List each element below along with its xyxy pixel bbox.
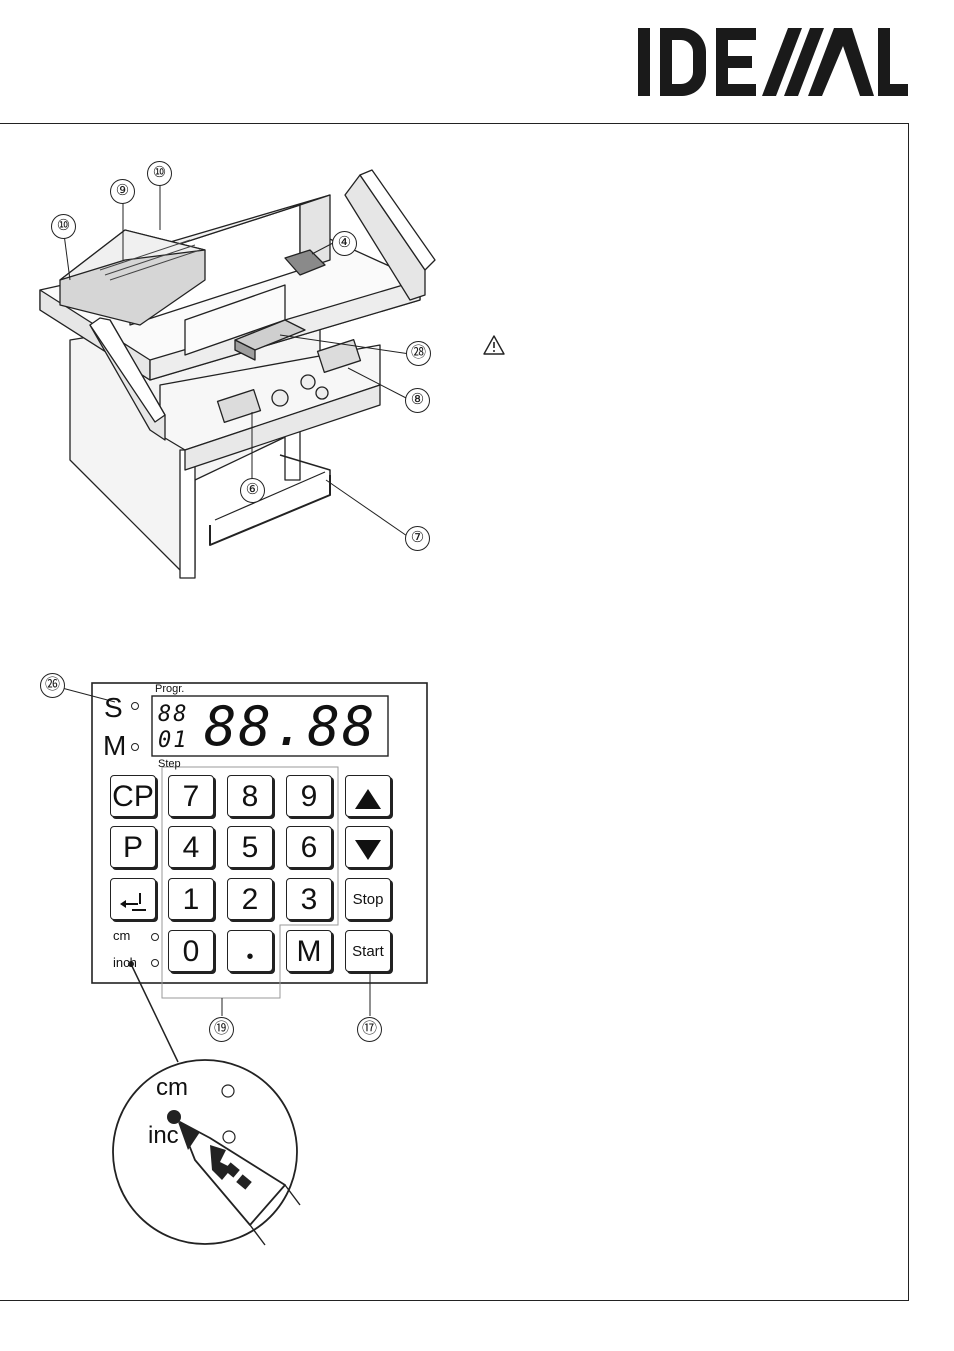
callout-4: ④	[332, 231, 357, 256]
key-decimal-point[interactable]: •	[227, 930, 273, 972]
key-7[interactable]: 7	[168, 775, 214, 817]
label-step: Step	[158, 758, 181, 770]
key-9[interactable]: 9	[286, 775, 332, 817]
callout-19: ⑲	[209, 1017, 234, 1042]
label-inch: inch	[113, 955, 137, 970]
callout-9: ⑨	[110, 179, 135, 204]
display-main: 88.88	[204, 695, 377, 758]
key-1[interactable]: 1	[168, 878, 214, 920]
key-m[interactable]: M	[286, 930, 332, 972]
key-p[interactable]: P	[110, 826, 156, 868]
display-step: 01	[158, 728, 189, 753]
key-3[interactable]: 3	[286, 878, 332, 920]
warning-triangle-icon	[483, 335, 505, 355]
key-8[interactable]: 8	[227, 775, 273, 817]
callout-26: ㉖	[40, 673, 65, 698]
arrow-down-icon	[355, 839, 381, 860]
enter-icon	[120, 893, 146, 911]
bottom-rule	[0, 1300, 909, 1301]
key-start[interactable]: Start	[345, 930, 391, 972]
key-enter[interactable]	[110, 878, 156, 920]
label-progr: Progr.	[155, 683, 185, 695]
callout-17: ⑰	[357, 1017, 382, 1042]
callout-8: ⑧	[405, 388, 430, 413]
key-stop[interactable]: Stop	[345, 878, 391, 920]
right-rule	[908, 123, 909, 1300]
callout-6: ⑥	[240, 478, 265, 503]
key-4[interactable]: 4	[168, 826, 214, 868]
key-2[interactable]: 2	[227, 878, 273, 920]
top-rule	[0, 123, 909, 124]
callout-28: ㉘	[406, 341, 431, 366]
key-0[interactable]: 0	[168, 930, 214, 972]
guillotine-illustration	[39, 169, 436, 579]
label-m: M	[103, 730, 127, 761]
zoom-label-cm: cm	[156, 1074, 188, 1101]
key-arrow-down[interactable]	[345, 826, 391, 868]
callout-10-right: ⑩	[147, 161, 172, 186]
label-s: S	[104, 692, 123, 723]
zoom-label-inch: inc	[148, 1122, 179, 1149]
callout-7: ⑦	[405, 526, 430, 551]
label-cm: cm	[113, 928, 131, 943]
arrow-up-icon	[355, 788, 381, 809]
key-6[interactable]: 6	[286, 826, 332, 868]
key-cp[interactable]: CP	[110, 775, 156, 817]
key-arrow-up[interactable]	[345, 775, 391, 817]
control-panel-drawing	[61, 682, 428, 1246]
brand-logo	[638, 28, 908, 96]
key-5[interactable]: 5	[227, 826, 273, 868]
callout-10-left: ⑩	[51, 214, 76, 239]
display-program: 88	[158, 702, 189, 727]
